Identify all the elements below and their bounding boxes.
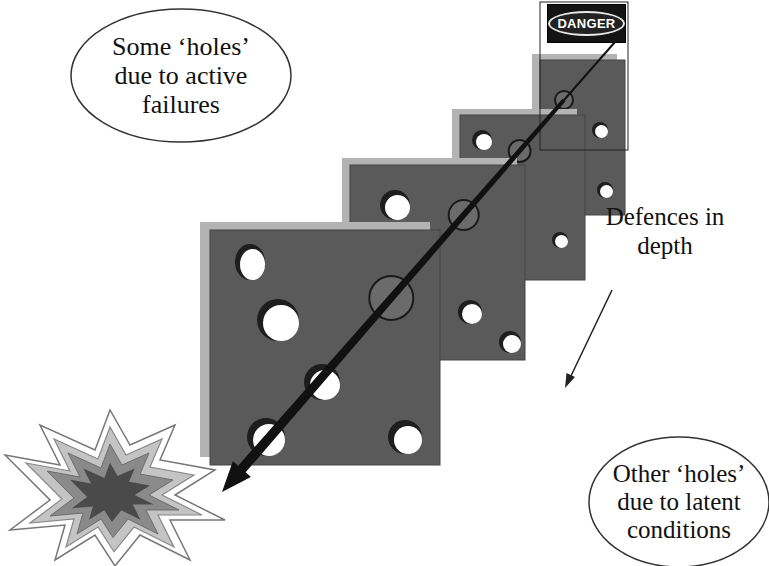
ellipse-shape [71, 9, 291, 142]
hole-rim [597, 182, 613, 198]
hole [394, 426, 422, 454]
hole [462, 304, 482, 324]
depth-arrow [570, 290, 612, 378]
hole-rim [499, 331, 521, 353]
callout-ellipse: Some ‘holes’ due to active failures [70, 8, 292, 143]
danger-sign: DANGER [548, 5, 625, 42]
text-wrap: Some ‘holes’ due to active failures [70, 8, 292, 143]
hole-rim [235, 244, 265, 280]
hole [240, 249, 265, 280]
defence-slice [210, 230, 440, 465]
explosion-layer [47, 444, 179, 538]
hole [503, 335, 521, 353]
text-wrap: Other ‘holes’ due to latent conditions [588, 436, 769, 566]
callout-ellipse: Other ‘holes’ due to latent conditions [588, 436, 769, 566]
hole-rim [458, 300, 482, 324]
trajectory-arrow [222, 99, 566, 492]
hole-rim [380, 190, 410, 220]
callout-text: Some ‘holes’ due to active failures [97, 32, 265, 119]
hole [385, 195, 410, 220]
hole-rim [592, 122, 608, 138]
hole-rim [388, 420, 422, 454]
explosion-layer [26, 427, 202, 552]
explosion-core [70, 463, 154, 522]
hole-rim [257, 299, 299, 341]
hole [555, 235, 568, 248]
hole [476, 134, 492, 150]
ellipse-shape [589, 437, 769, 566]
sign-text: DANGER [548, 11, 624, 36]
callout-text: Other ‘holes’ due to latent conditions [600, 460, 758, 544]
trajectory-line [564, 42, 615, 100]
depth-arrowhead [565, 373, 575, 388]
hole [600, 185, 613, 198]
hole [263, 305, 299, 341]
annotation-label: Defences in depth [604, 203, 726, 261]
hole-rim [552, 232, 568, 248]
hole [595, 125, 608, 138]
explosion-outer [5, 410, 225, 566]
hole-rim [472, 130, 492, 150]
hazard-frame [540, 2, 628, 150]
